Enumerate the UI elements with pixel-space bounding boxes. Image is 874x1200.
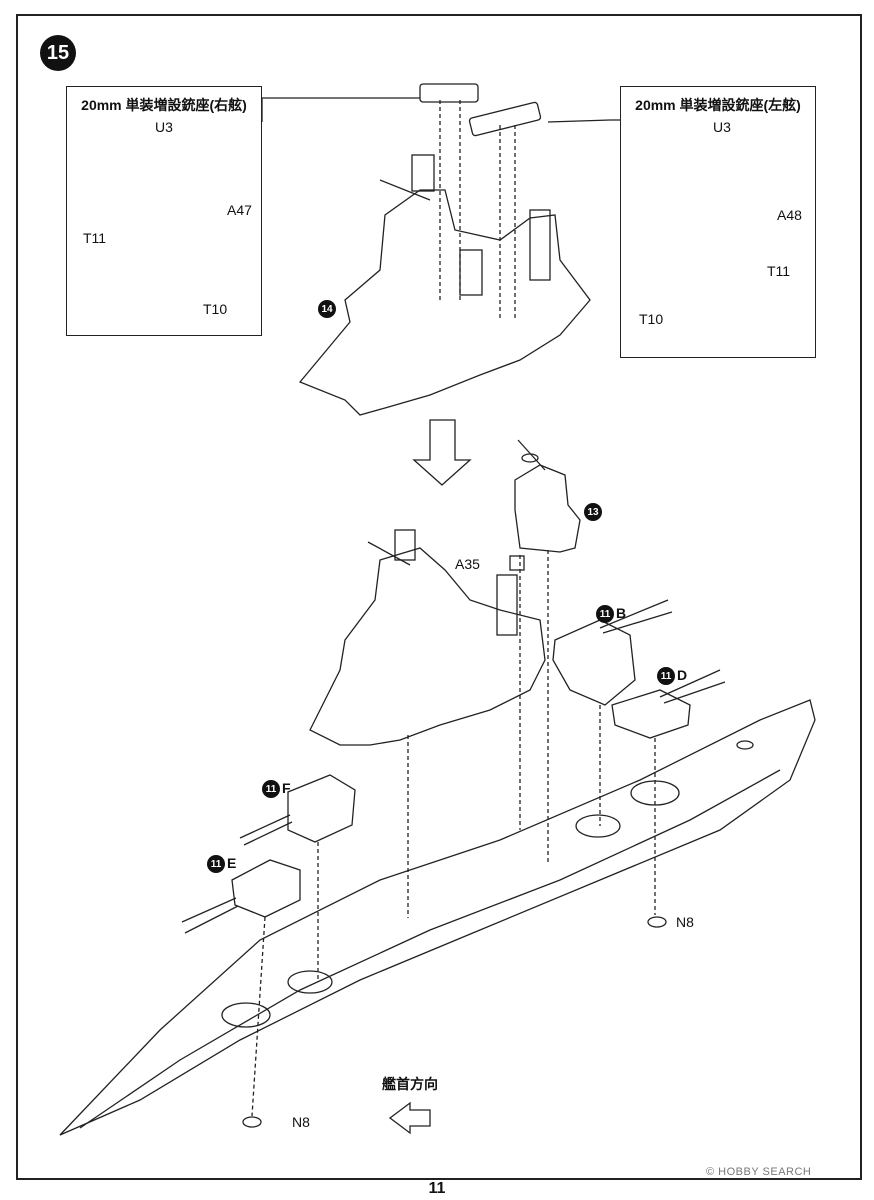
part-a35-shape (509, 555, 525, 571)
direction-arrow-shape (388, 1101, 431, 1135)
bow-direction-label: 艦首方向 (382, 1076, 438, 1092)
tower-top (459, 249, 483, 296)
mast-grid-mid (394, 529, 416, 561)
step-ref-badge-11-b: 11 (596, 605, 614, 623)
turret-label-e: E (227, 855, 237, 871)
part-label-a35: A35 (455, 556, 480, 572)
inset-title-port: 20mm 単装増設銃座(左舷) (635, 97, 801, 113)
step-ref-badge-13: 13 (584, 503, 602, 521)
part-label-n8-stern: N8 (676, 914, 694, 930)
superstructure-mid-outline (309, 547, 546, 746)
funnel-mid (496, 574, 518, 636)
hull-deck-edge (79, 769, 781, 1129)
gun-mount-sprue-port (468, 101, 542, 137)
step-ref-badge-11-d: 11 (657, 667, 675, 685)
turret-b-shape (552, 619, 636, 706)
part-label-t11: T11 (83, 230, 107, 246)
part-label-t10: T10 (203, 301, 228, 317)
turret-d-shape (611, 689, 691, 739)
turret-label-f: F (282, 780, 291, 796)
instruction-sheet-border (16, 14, 862, 1180)
part-label-n8-bow: N8 (292, 1114, 310, 1130)
part-label-t10: T10 (639, 311, 664, 327)
part-label-u3: U3 (713, 119, 731, 135)
hull-outline (59, 699, 816, 1136)
part-label-a47: A47 (227, 202, 252, 218)
down-arrow-shape (412, 419, 472, 486)
part-label-t11: T11 (767, 263, 791, 279)
starboard-gun-mount-inset: 20mm 単装増設銃座(右舷) U3 A47 T11 T10 (66, 86, 262, 336)
turret-label-d: D (677, 667, 688, 683)
turret-label-b: B (616, 605, 627, 621)
turret-e-shape (231, 859, 301, 918)
inset-title-starboard: 20mm 単装増設銃座(右舷) (81, 97, 247, 113)
step-number-badge: 15 (40, 35, 76, 71)
port-gun-mount-inset: 20mm 単装増設銃座(左舷) U3 A48 T11 T10 (620, 86, 816, 358)
page-number: 11 (428, 1180, 446, 1197)
step-ref-badge-11-f: 11 (262, 780, 280, 798)
leader-line-starboard (261, 97, 420, 122)
funnel-top (529, 209, 551, 281)
tower-part-outline (514, 464, 581, 553)
superstructure-top-outline (298, 189, 591, 416)
watermark-logo: © HOBBY SEARCH (706, 1166, 812, 1178)
step-ref-badge-14: 14 (318, 300, 336, 318)
part-label-a48: A48 (777, 207, 802, 223)
turret-f-shape (287, 774, 356, 843)
gun-mount-sprue-starboard (419, 83, 479, 103)
step-ref-badge-11-e: 11 (207, 855, 225, 873)
leader-line-port (547, 119, 620, 123)
part-label-u3: U3 (155, 119, 173, 135)
mast-grid-top (411, 154, 435, 192)
